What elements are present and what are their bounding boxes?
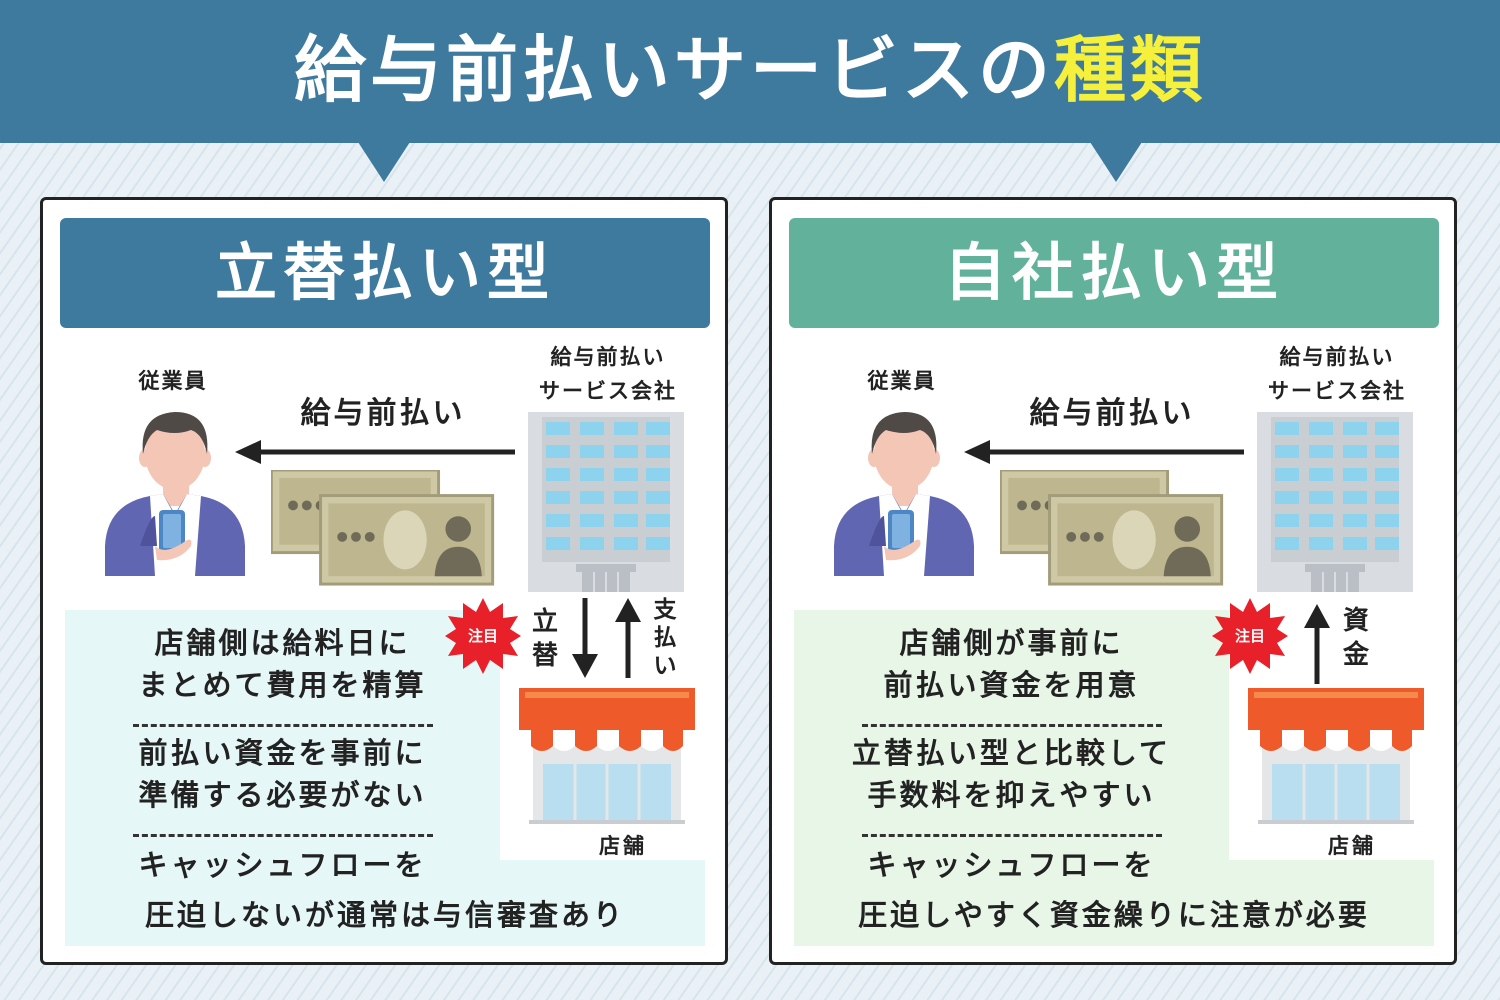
divider: [133, 834, 433, 837]
divider: [862, 834, 1162, 837]
point-2: 立替払い型と比較して手数料を抑えやすい: [851, 736, 1172, 812]
banknotes-icon: [271, 470, 495, 586]
store-label: 店舗: [599, 834, 647, 858]
attention-badge: 注目: [1234, 627, 1265, 645]
points-box: 店舗側は給料日にまとめて費用を精算 前払い資金を事前に準備する必要がない キャッ…: [65, 610, 705, 946]
point-2: 前払い資金を事前に準備する必要がない: [138, 736, 427, 812]
card-tatekae: 立替払い型 従業員 給与前払い サービス会社 給与前払い 店舗側は給料日にまとめ…: [40, 197, 728, 965]
arrow-left-icon: [235, 440, 515, 464]
divider: [133, 724, 433, 727]
point-3-line-2: 圧迫しやすく資金繰りに注意が必要: [858, 898, 1370, 932]
arrow-left-icon: [964, 440, 1244, 464]
company-label: 給与前払い サービス会社: [1268, 345, 1406, 403]
funds-label: 資金: [1342, 606, 1369, 670]
banknotes-icon: [1000, 470, 1224, 586]
point-3: キャッシュフローを: [138, 848, 427, 882]
banner-pointer-left: [358, 142, 410, 182]
employee-icon: [834, 412, 974, 576]
store-icon: [1248, 688, 1424, 824]
divider: [862, 724, 1162, 727]
attention-badge: 注目: [467, 627, 498, 645]
employee-icon: [105, 412, 245, 576]
card-heading: 自社払い型: [789, 218, 1439, 328]
point-1: 店舗側が事前に前払い資金を用意: [883, 626, 1140, 702]
points-box: 店舗側が事前に前払い資金を用意 立替払い型と比較して手数料を抑えやすい キャッシ…: [794, 610, 1434, 946]
payment-label: 支払い: [653, 597, 677, 679]
card-jisha: 自社払い型 従業員 給与前払い サービス会社 給与前払い 店舗側が事前に前払い資…: [769, 197, 1457, 965]
title-accent: 種類: [1054, 28, 1207, 112]
card-heading: 立替払い型: [60, 218, 710, 328]
employee-label: 従業員: [867, 369, 937, 393]
employee-label: 従業員: [138, 369, 208, 393]
company-label: 給与前払い サービス会社: [539, 345, 677, 403]
advance-pay-label: 給与前払い: [300, 396, 466, 431]
point-3: キャッシュフローを: [867, 848, 1156, 882]
page-title: 給与前払いサービスの種類: [293, 28, 1207, 112]
advance-pay-label: 給与前払い: [1029, 396, 1195, 431]
title-banner: [0, 0, 1500, 143]
advance-label: 立替: [531, 607, 558, 671]
point-1: 店舗側は給料日にまとめて費用を精算: [138, 626, 427, 702]
arrow-down-icon: [572, 598, 598, 678]
store-label: 店舗: [1328, 834, 1376, 858]
banner-pointer-right: [1090, 142, 1142, 182]
office-building-icon: [1257, 412, 1413, 592]
arrow-up-icon: [615, 598, 641, 678]
store-icon: [519, 688, 695, 824]
point-3-line-2: 圧迫しないが通常は与信審査あり: [144, 898, 625, 932]
office-building-icon: [528, 412, 684, 592]
arrow-up-icon: [1304, 604, 1330, 684]
